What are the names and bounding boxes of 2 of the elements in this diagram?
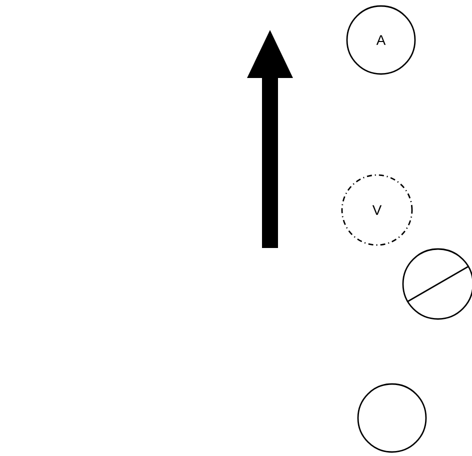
circle (357, 383, 427, 453)
lamp-symbol (402, 248, 472, 320)
